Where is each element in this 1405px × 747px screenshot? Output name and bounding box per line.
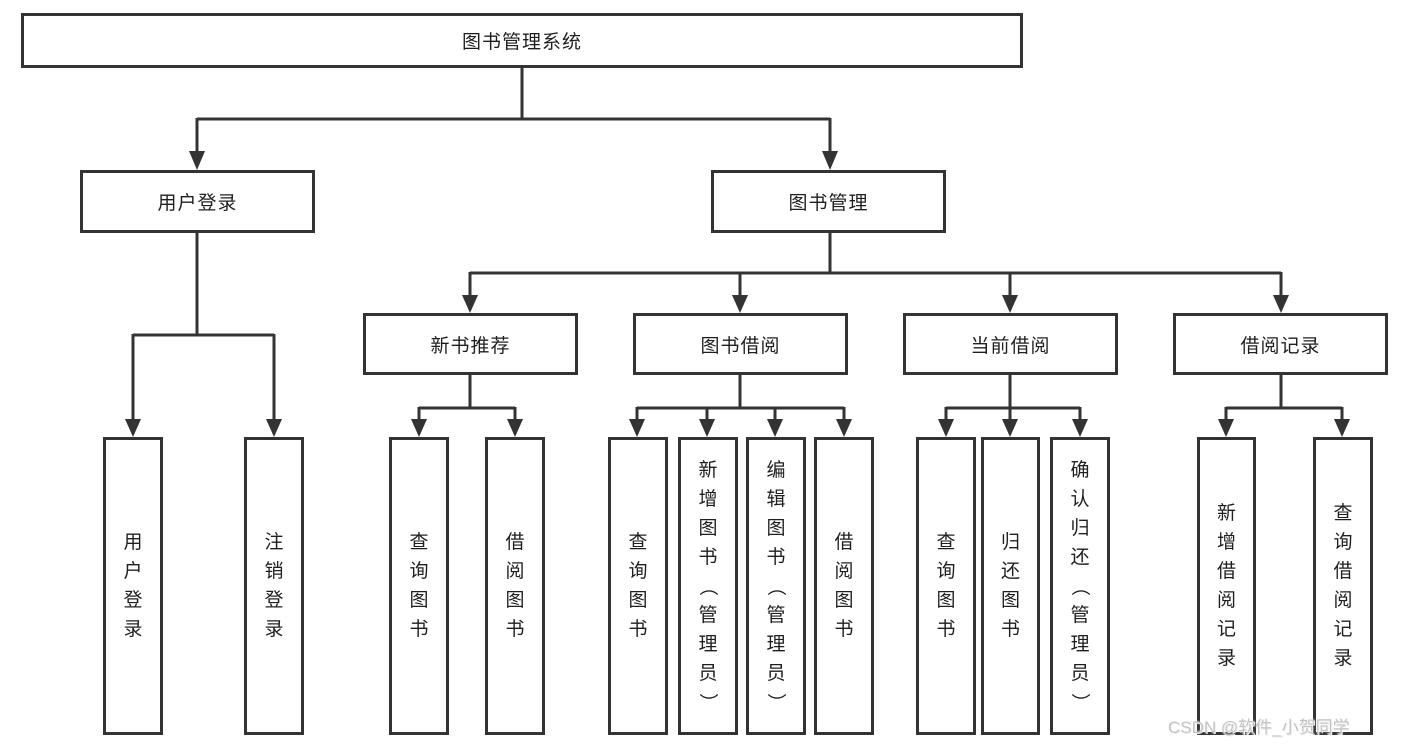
leaf-return-books: 归还图书 — [981, 437, 1040, 735]
leaf-recommend-borrow-books-label: 借阅图书 — [505, 532, 525, 640]
leaf-recommend-query-books: 查询图书 — [389, 437, 449, 735]
leaf-current-query-books: 查询图书 — [916, 437, 976, 735]
leaf-add-books-admin-label: 新增图书（管理员） — [697, 459, 719, 712]
leaf-recommend-query-books-label: 查询图书 — [409, 532, 429, 640]
node-user-login-label: 用户登录 — [157, 193, 238, 214]
leaf-recommend-borrow-books: 借阅图书 — [485, 437, 545, 735]
node-borrow-records: 借阅记录 — [1173, 313, 1388, 375]
leaf-query-borrow-record-label: 查询借阅记录 — [1333, 503, 1353, 669]
leaf-current-query-books-label: 查询图书 — [936, 532, 956, 640]
node-book-management: 图书管理 — [711, 170, 946, 233]
leaf-add-borrow-record: 新增借阅记录 — [1197, 437, 1256, 735]
node-book-borrow-label: 图书借阅 — [700, 335, 781, 357]
leaf-add-books-admin: 新增图书（管理员） — [678, 437, 738, 735]
leaf-user-login-label: 用户登录 — [123, 532, 143, 640]
node-root-label: 图书管理系统 — [461, 32, 582, 53]
leaf-query-borrow-record: 查询借阅记录 — [1313, 437, 1373, 735]
node-book-borrow: 图书借阅 — [633, 313, 848, 375]
node-current-borrow-label: 当前借阅 — [970, 335, 1051, 357]
leaf-add-borrow-record-label: 新增借阅记录 — [1216, 503, 1236, 669]
node-book-management-label: 图书管理 — [788, 193, 869, 214]
leaf-borrow-books: 借阅图书 — [814, 437, 874, 735]
csdn-watermark: CSDN @软件_小贺同学 — [1168, 718, 1350, 737]
node-borrow-records-label: 借阅记录 — [1240, 335, 1321, 357]
node-new-book-recommend: 新书推荐 — [363, 313, 578, 375]
node-new-book-recommend-label: 新书推荐 — [430, 335, 511, 357]
leaf-borrow-query-books-label: 查询图书 — [628, 532, 648, 640]
leaf-borrow-query-books: 查询图书 — [608, 437, 668, 735]
node-root-library-management-system: 图书管理系统 — [21, 13, 1023, 68]
leaf-edit-books-admin-label: 编辑图书（管理员） — [765, 459, 787, 712]
leaf-logout-label: 注销登录 — [264, 532, 284, 640]
node-current-borrow: 当前借阅 — [903, 313, 1118, 375]
leaf-confirm-return-admin-label: 确认归还（管理员） — [1069, 459, 1091, 712]
leaf-borrow-books-label: 借阅图书 — [834, 532, 854, 640]
leaf-edit-books-admin: 编辑图书（管理员） — [746, 437, 806, 735]
leaf-confirm-return-admin: 确认归还（管理员） — [1050, 437, 1110, 735]
leaf-logout: 注销登录 — [244, 437, 304, 735]
node-user-login: 用户登录 — [80, 170, 315, 233]
leaf-return-books-label: 归还图书 — [1000, 532, 1020, 640]
leaf-user-login: 用户登录 — [103, 437, 163, 735]
